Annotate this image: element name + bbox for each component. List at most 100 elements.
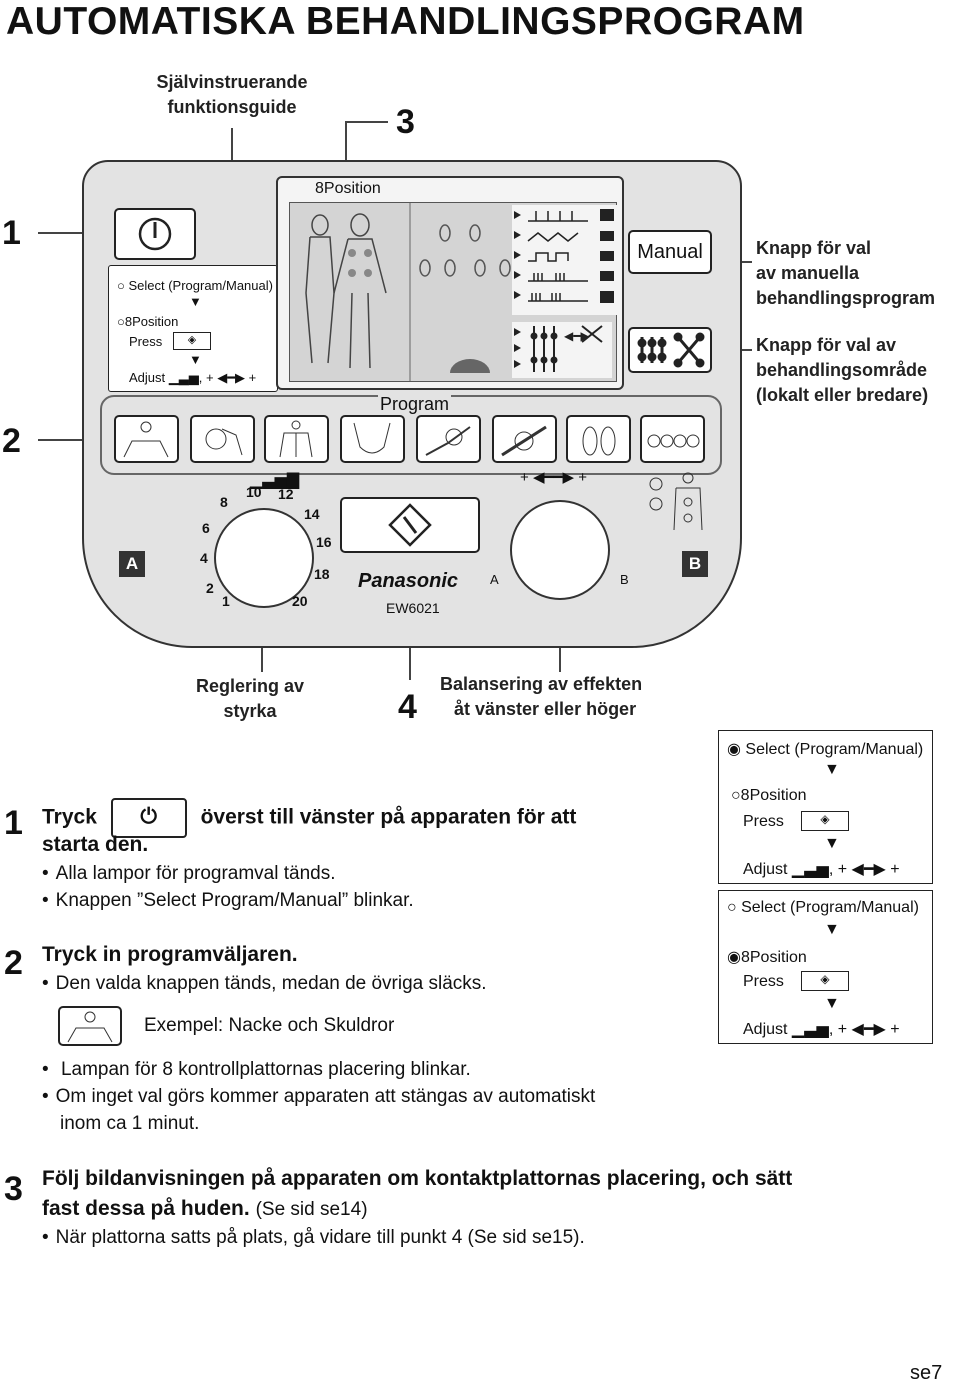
blinking-lamp-icon: ◉ (727, 949, 741, 966)
balance-dial[interactable] (510, 500, 610, 600)
arrow-down-icon: ▼ (824, 835, 840, 852)
step-3-heading-cont: fast dessa på huden. (Se sid se14) (42, 1197, 368, 1220)
left-right-arrow-icon: ◀━▶ (851, 1021, 886, 1038)
arrow-down-icon: ▼ (824, 921, 840, 938)
start-icon: ◈ (801, 971, 849, 991)
neck-shoulder-icon (67, 1011, 113, 1043)
dial-number: 10 (246, 484, 262, 500)
step-3-heading: Följ bildanvisningen på apparaten om kon… (42, 1167, 793, 1190)
balance-label-a: A (490, 572, 499, 587)
start-icon: ◈ (801, 811, 849, 831)
guide-press-label: Press (129, 334, 163, 349)
step-2-number: 2 (4, 944, 23, 982)
guide-callout: Självinstruerande funktionsguide (156, 72, 308, 117)
feet-icon (582, 426, 616, 456)
callout-number-1: 1 (2, 214, 21, 252)
body-figure-icon (644, 470, 704, 555)
dial-number: 12 (278, 486, 294, 502)
program-button-shoulders[interactable] (190, 415, 255, 463)
area-select-icon (637, 332, 705, 368)
indicator-panel-position-blinking: ○ Select (Program/Manual) ▼ ◉8Position P… (718, 890, 933, 1044)
page-number: se7 (910, 1362, 943, 1384)
leg-icon (501, 425, 547, 457)
neck-shoulder-icon (123, 421, 169, 458)
balance-arrows: + ◀━━▶ + (520, 469, 588, 486)
arrow-down-icon: ▼ (824, 995, 840, 1012)
intensity-bars-icon: ▁▃▅ (791, 1021, 829, 1038)
guide-select-row: ○ Select (Program/Manual) (117, 278, 273, 293)
callout-number-4: 4 (398, 688, 417, 726)
step-2-bullet: Den valda knappen tänds, medan de övriga… (42, 970, 487, 997)
step-2-bullet-cont: inom ca 1 minut. (60, 1113, 200, 1134)
program-label: Program (378, 394, 452, 415)
intensity-dial[interactable] (214, 508, 314, 608)
lower-back-icon (353, 422, 391, 454)
svg-text:◀━▶: ◀━▶ (564, 329, 590, 343)
program-button-neck-shoulders[interactable] (114, 415, 179, 463)
power-button[interactable] (114, 208, 196, 260)
step-1-heading: Tryck ⏻ överst till vänster på apparaten… (42, 798, 576, 838)
balance-callout: Balansering av effekten åt vänster eller… (440, 674, 643, 719)
power-icon (138, 217, 172, 251)
socket-a-marker: A (119, 551, 145, 577)
back-icon (279, 420, 313, 458)
manual-select-callout: Knapp för val av manuella behandlingspro… (756, 238, 936, 308)
dial-number: 4 (200, 550, 208, 566)
lcd-graphics (305, 203, 511, 381)
indicator-lamp-icon: ○ (117, 278, 129, 293)
program-button-lower-back[interactable] (340, 415, 405, 463)
area-select-button[interactable] (628, 327, 712, 373)
pad-icon: 8 (162, 1059, 173, 1080)
step-1-bullet: Alla lampor för programval tänds. (42, 860, 336, 887)
manual-button[interactable]: Manual (628, 230, 712, 274)
brand-logo: Panasonic (358, 570, 459, 592)
shoulder-icon (205, 428, 243, 456)
guide-adjust-row: Adjust ▁▃▅, + ◀━▶ + (129, 370, 257, 385)
dial-number: 16 (316, 534, 332, 550)
arrow-down-icon: ▼ (824, 761, 840, 778)
waveform-icons (514, 209, 614, 303)
intensity-callout: Reglering av styrka (195, 676, 305, 721)
indicator-lamp-icon: ○ (117, 314, 125, 329)
blinking-lamp-icon: ◉ (727, 741, 746, 758)
callout-number-3: 3 (396, 103, 415, 141)
indicator-lamp-icon: ○ (731, 787, 741, 804)
left-right-arrow-icon: ◀━▶ (851, 861, 886, 878)
step-2-example: Exempel: Nacke och Skuldror (144, 1015, 395, 1036)
program-button-arm[interactable] (416, 415, 481, 463)
indicator-panel-select-blinking: ◉ Select (Program/Manual) ▼ ○8Position P… (718, 730, 933, 884)
program-button-leg[interactable] (492, 415, 557, 463)
pad-icon: 8 (315, 180, 324, 197)
intensity-bars-icon: ▁▃▅▇ (250, 472, 300, 489)
page-title: AUTOMATISKA BEHANDLINGSPROGRAM (6, 0, 805, 43)
area-icons: ◀━▶ (514, 325, 603, 372)
step-3-bullet: När plattorna satts på plats, gå vidare … (42, 1224, 585, 1251)
callout-number-2: 2 (2, 422, 21, 460)
program-waveforms (512, 205, 622, 315)
guide-panel: ○ Select (Program/Manual) ▼ ○8Position P… (108, 265, 278, 392)
step-1-number: 1 (4, 804, 23, 842)
dial-number: 1 (222, 593, 230, 609)
program-button-pads[interactable] (640, 415, 705, 463)
dial-number: 2 (206, 580, 214, 596)
pad-icon: 8 (124, 314, 133, 329)
step-2-bullet: Lampan för 8 kontrollplattornas placerin… (42, 1056, 471, 1083)
dial-number: 6 (202, 520, 210, 536)
step-2-heading: Tryck in programväljaren. (42, 943, 298, 966)
program-button-feet[interactable] (566, 415, 631, 463)
program-button-back[interactable] (264, 415, 329, 463)
dial-number: 8 (220, 494, 228, 510)
dial-number: 18 (314, 566, 330, 582)
start-icon: ◈ (173, 332, 211, 350)
dial-number: 20 (292, 593, 308, 609)
left-right-arrow-icon: ◀━▶ (217, 370, 246, 385)
pads-icon (647, 434, 700, 448)
arrow-down-icon: ▼ (189, 294, 202, 309)
start-icon (388, 503, 432, 547)
intensity-bars-icon: ▁▃▅ (791, 861, 829, 878)
dial-number: 14 (304, 506, 320, 522)
area-select-callout: Knapp för val av behandlingsområde (loka… (756, 335, 929, 405)
lcd-position-header: 8Position (315, 180, 381, 197)
left-right-arrow-icon: ◀━━▶ (532, 469, 575, 486)
start-button[interactable] (340, 497, 480, 553)
